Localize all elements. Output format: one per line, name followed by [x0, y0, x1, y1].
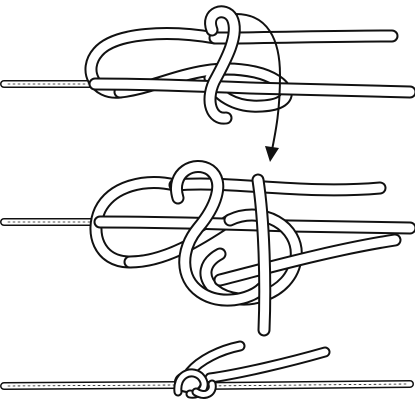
step-1-loop	[91, 34, 286, 107]
step-2-knot	[4, 166, 410, 330]
step-3-lower-tail	[210, 352, 325, 378]
step-3-upper-tail	[190, 346, 240, 372]
step-2-hanging-tail	[258, 180, 265, 330]
step-1-lower-rope	[95, 84, 410, 92]
step-2-middle-rope	[100, 222, 410, 228]
step-3-right-line	[200, 384, 410, 386]
step-2-working-end	[175, 184, 380, 190]
step-3-knot	[4, 346, 410, 394]
step-3-standing-line	[4, 385, 180, 386]
step-1-working-end	[215, 36, 392, 38]
step-1-knot	[4, 12, 410, 162]
